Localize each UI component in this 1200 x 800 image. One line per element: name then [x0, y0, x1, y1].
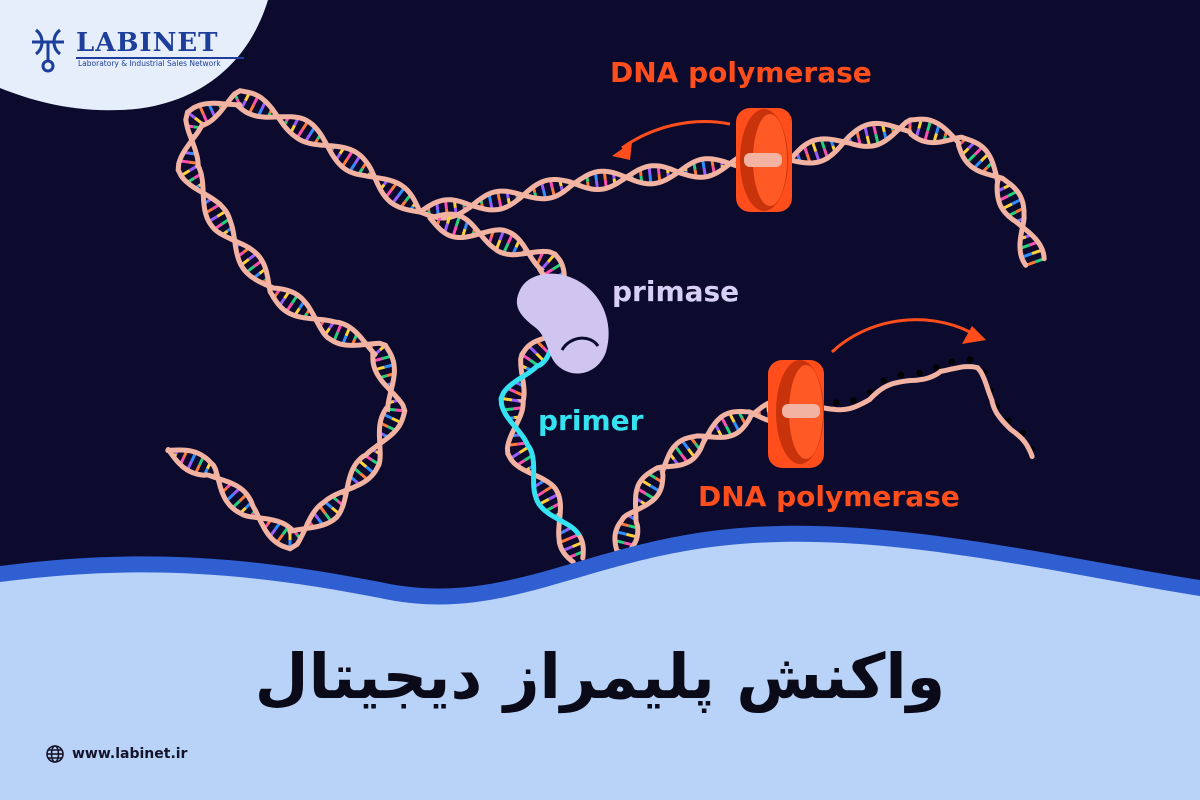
dna-backbone-a	[787, 120, 1047, 262]
logo-divider	[76, 57, 244, 59]
website-url: www.labinet.ir	[72, 746, 188, 762]
globe-icon	[46, 745, 64, 763]
dna-polymerase-bottom	[768, 360, 824, 468]
label-dna-polymerase-top: DNA polymerase	[610, 56, 872, 89]
label-primase: primase	[612, 275, 740, 308]
footer-wave	[0, 541, 1200, 800]
dna-backbone-a	[821, 364, 1035, 459]
dna-backbone-a	[617, 409, 794, 563]
labinet-logo-mark	[32, 28, 64, 73]
arrowhead-bottom	[962, 326, 986, 344]
dna-helix-top-left	[417, 154, 744, 221]
nucleotide	[866, 389, 874, 396]
label-dna-polymerase-bottom: DNA polymerase	[698, 480, 960, 513]
nucleotide	[933, 364, 940, 371]
label-primer: primer	[538, 404, 644, 437]
dna-helix-left-loop	[165, 88, 423, 552]
dna-strand-bottom-right	[821, 356, 1036, 459]
arrowhead-top	[612, 142, 632, 160]
primase-enzyme	[516, 273, 609, 374]
page-title: واکنش پلیمراز دیجیتال	[254, 640, 946, 713]
nucleotide	[880, 377, 888, 384]
logo-name: LABINET	[76, 28, 219, 58]
dna-helix-center	[427, 211, 586, 565]
dna-helix-top-right	[787, 116, 1047, 268]
dna-polymerase-top	[736, 108, 792, 212]
dna-backbone-a	[165, 100, 423, 535]
dna-backbone-b	[787, 116, 1029, 268]
nucleotide	[832, 399, 840, 406]
nucleotide	[850, 397, 857, 404]
logo-background-blob	[0, 0, 268, 111]
website-icon-spacer	[46, 745, 64, 763]
website-link[interactable]: www.labinet.ir	[46, 744, 187, 764]
dna-backbone-b	[612, 397, 792, 563]
nucleotide	[1019, 429, 1027, 437]
dna-backbone-b	[165, 88, 423, 552]
logo-tagline: Laboratory & Industrial Sales Network	[78, 59, 221, 68]
arrow-polymerase-bottom	[830, 318, 971, 354]
labinet-logo[interactable]: LABINET Laboratory & Industrial Sales Ne…	[26, 26, 244, 78]
nucleotide	[916, 369, 923, 377]
dna-backbone-a	[427, 215, 578, 565]
nucleotide	[966, 356, 973, 363]
dna-backbone-b	[417, 154, 742, 215]
nucleotide	[897, 371, 905, 379]
primase-cleft	[560, 336, 600, 351]
primer-strand	[498, 334, 583, 540]
nucleotide	[1005, 417, 1012, 424]
arrow-polymerase-top	[621, 120, 731, 150]
dna-backbone-b	[577, 534, 586, 561]
nucleotide	[948, 358, 955, 366]
